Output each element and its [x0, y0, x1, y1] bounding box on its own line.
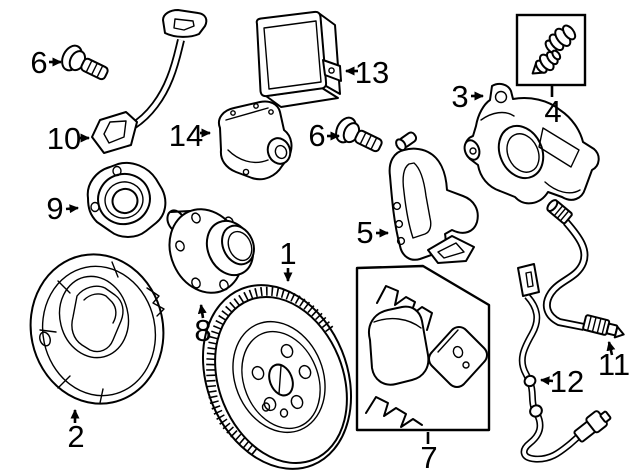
callout-12: 12: [540, 364, 584, 399]
callout-6-upper: 6: [30, 45, 62, 80]
callout-7-label: 7: [420, 440, 437, 471]
brake-pad-kit-box: [355, 264, 491, 432]
brake-caliper: [463, 82, 600, 205]
callout-4-label: 4: [544, 94, 561, 129]
caliper-bracket: [388, 131, 479, 264]
wear-sensor-lead: [91, 9, 208, 154]
callout-6-upper-label: 6: [30, 45, 47, 80]
callout-1: 1: [279, 236, 297, 282]
splash-shield: [29, 253, 165, 405]
callout-6-lower-label: 6: [308, 118, 325, 153]
callout-2: 2: [67, 409, 85, 454]
brake-hose: [542, 199, 625, 339]
callout-10-label: 10: [47, 121, 81, 156]
callout-13: 13: [345, 55, 389, 90]
caliper-bolt-lower: [331, 113, 387, 160]
bracket-guide-pin: [395, 131, 418, 152]
callout-4: 4: [544, 86, 562, 129]
callout-5: 5: [356, 215, 389, 250]
callout-8-label: 8: [194, 313, 211, 348]
callout-12-label: 12: [550, 364, 584, 399]
abs-sensor: [517, 263, 612, 463]
control-module: [255, 10, 342, 108]
wheel-hub: [166, 208, 255, 294]
callout-3-label: 3: [451, 79, 468, 114]
callout-6-lower: 6: [308, 118, 340, 153]
callout-3: 3: [451, 79, 484, 114]
wheel-bearing: [86, 161, 167, 238]
callout-11: 11: [598, 341, 630, 382]
callout-13-label: 13: [355, 55, 389, 90]
callout-8: 8: [194, 304, 212, 348]
guide-pin-kit-box: [515, 13, 587, 87]
callout-11-label: 11: [598, 347, 630, 382]
callout-14-label: 14: [169, 118, 203, 153]
callout-9-label: 9: [46, 191, 63, 226]
callout-5-label: 5: [356, 215, 373, 250]
callout-1-label: 1: [279, 236, 296, 271]
callout-10: 10: [47, 121, 90, 156]
callout-9: 9: [46, 191, 79, 226]
caliper-bolt-upper: [57, 41, 113, 88]
callout-14: 14: [169, 118, 211, 153]
callout-7: 7: [420, 432, 438, 471]
brake-rotor: [201, 284, 353, 470]
callout-2-label: 2: [67, 419, 84, 454]
parking-brake-actuator: [218, 100, 293, 181]
